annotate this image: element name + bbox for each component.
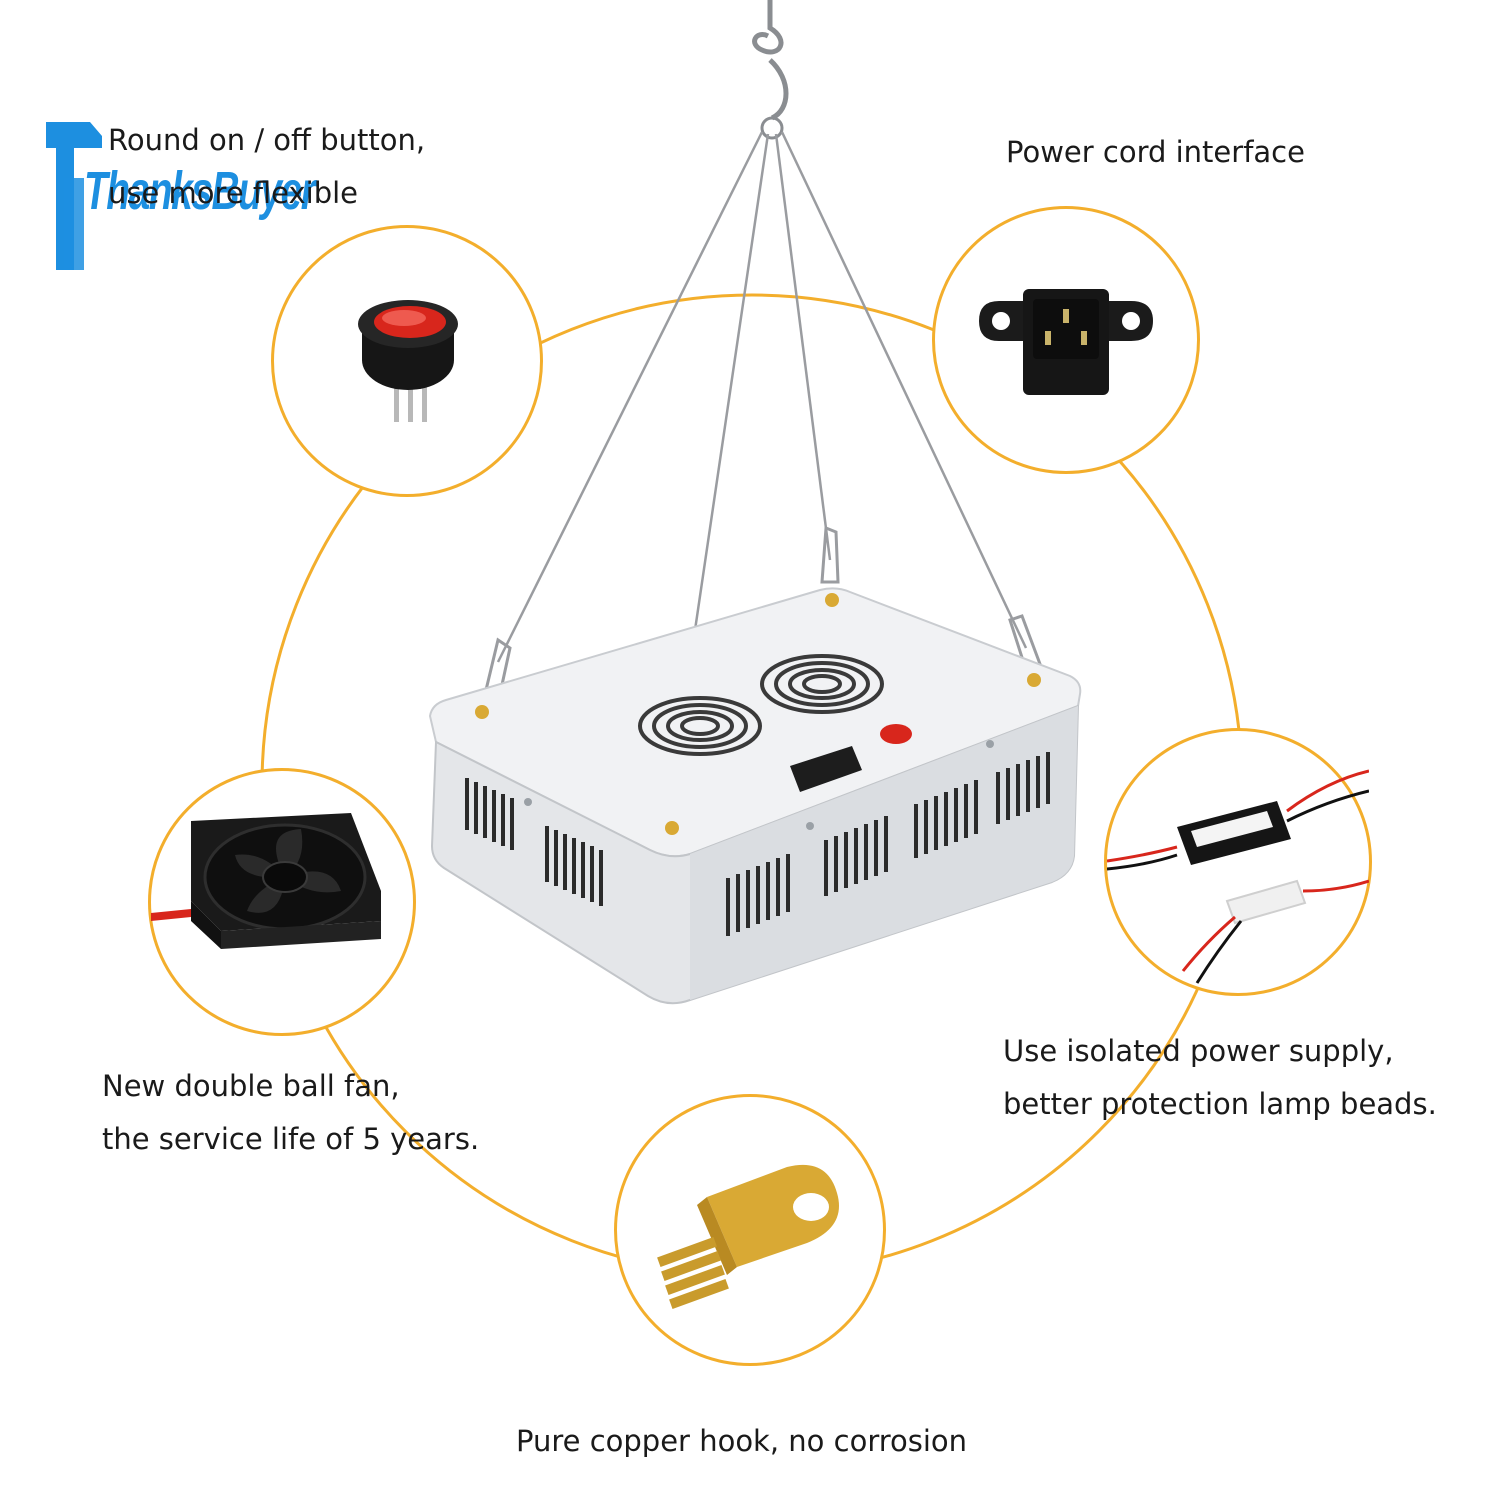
housing-power-socket <box>790 746 862 792</box>
power-supply-caption: Use isolated power supply, better protec… <box>1003 1025 1437 1131</box>
hook-caption-line1: Pure copper hook, no corrosion <box>516 1424 968 1458</box>
tb-logo-icon <box>46 122 102 270</box>
brand-logo <box>44 118 264 274</box>
switch-caption: Round on / off button, use more flexible <box>108 114 425 220</box>
power-supply-bulb <box>1104 728 1372 996</box>
power-cord-caption: Power cord interface <box>1006 126 1305 179</box>
power-cord-bulb <box>932 206 1200 474</box>
copper-hook-icon <box>657 1164 839 1309</box>
rocker-switch-icon <box>358 300 458 422</box>
fan-bulb <box>148 768 416 1036</box>
switch-caption-line1: Round on / off button, <box>108 123 426 157</box>
power-supply-caption-line2: better protection lamp beads. <box>1003 1087 1437 1121</box>
switch-caption-line2: use more flexible <box>108 176 359 210</box>
switch-bulb <box>271 225 543 497</box>
power-supply-caption-line1: Use isolated power supply, <box>1003 1034 1394 1068</box>
fan-caption-line1: New double ball fan, <box>102 1069 400 1103</box>
power-cord-caption-line1: Power cord interface <box>1006 135 1305 169</box>
fan-caption-line2: the service life of 5 years. <box>102 1122 480 1156</box>
hook-bulb <box>614 1094 886 1366</box>
top-fan-left <box>638 696 762 756</box>
fan-caption: New double ball fan, the service life of… <box>102 1060 479 1166</box>
power-socket-icon <box>979 289 1153 395</box>
hook-caption: Pure copper hook, no corrosion <box>516 1415 967 1468</box>
power-supply-icon <box>1106 769 1370 984</box>
housing-power-switch <box>880 724 912 744</box>
cooling-fan-icon <box>151 813 381 949</box>
top-fan-right <box>760 654 884 714</box>
grow-light-housing <box>428 587 1082 1005</box>
brand-logo-text: ThanksBuyer <box>84 161 316 221</box>
